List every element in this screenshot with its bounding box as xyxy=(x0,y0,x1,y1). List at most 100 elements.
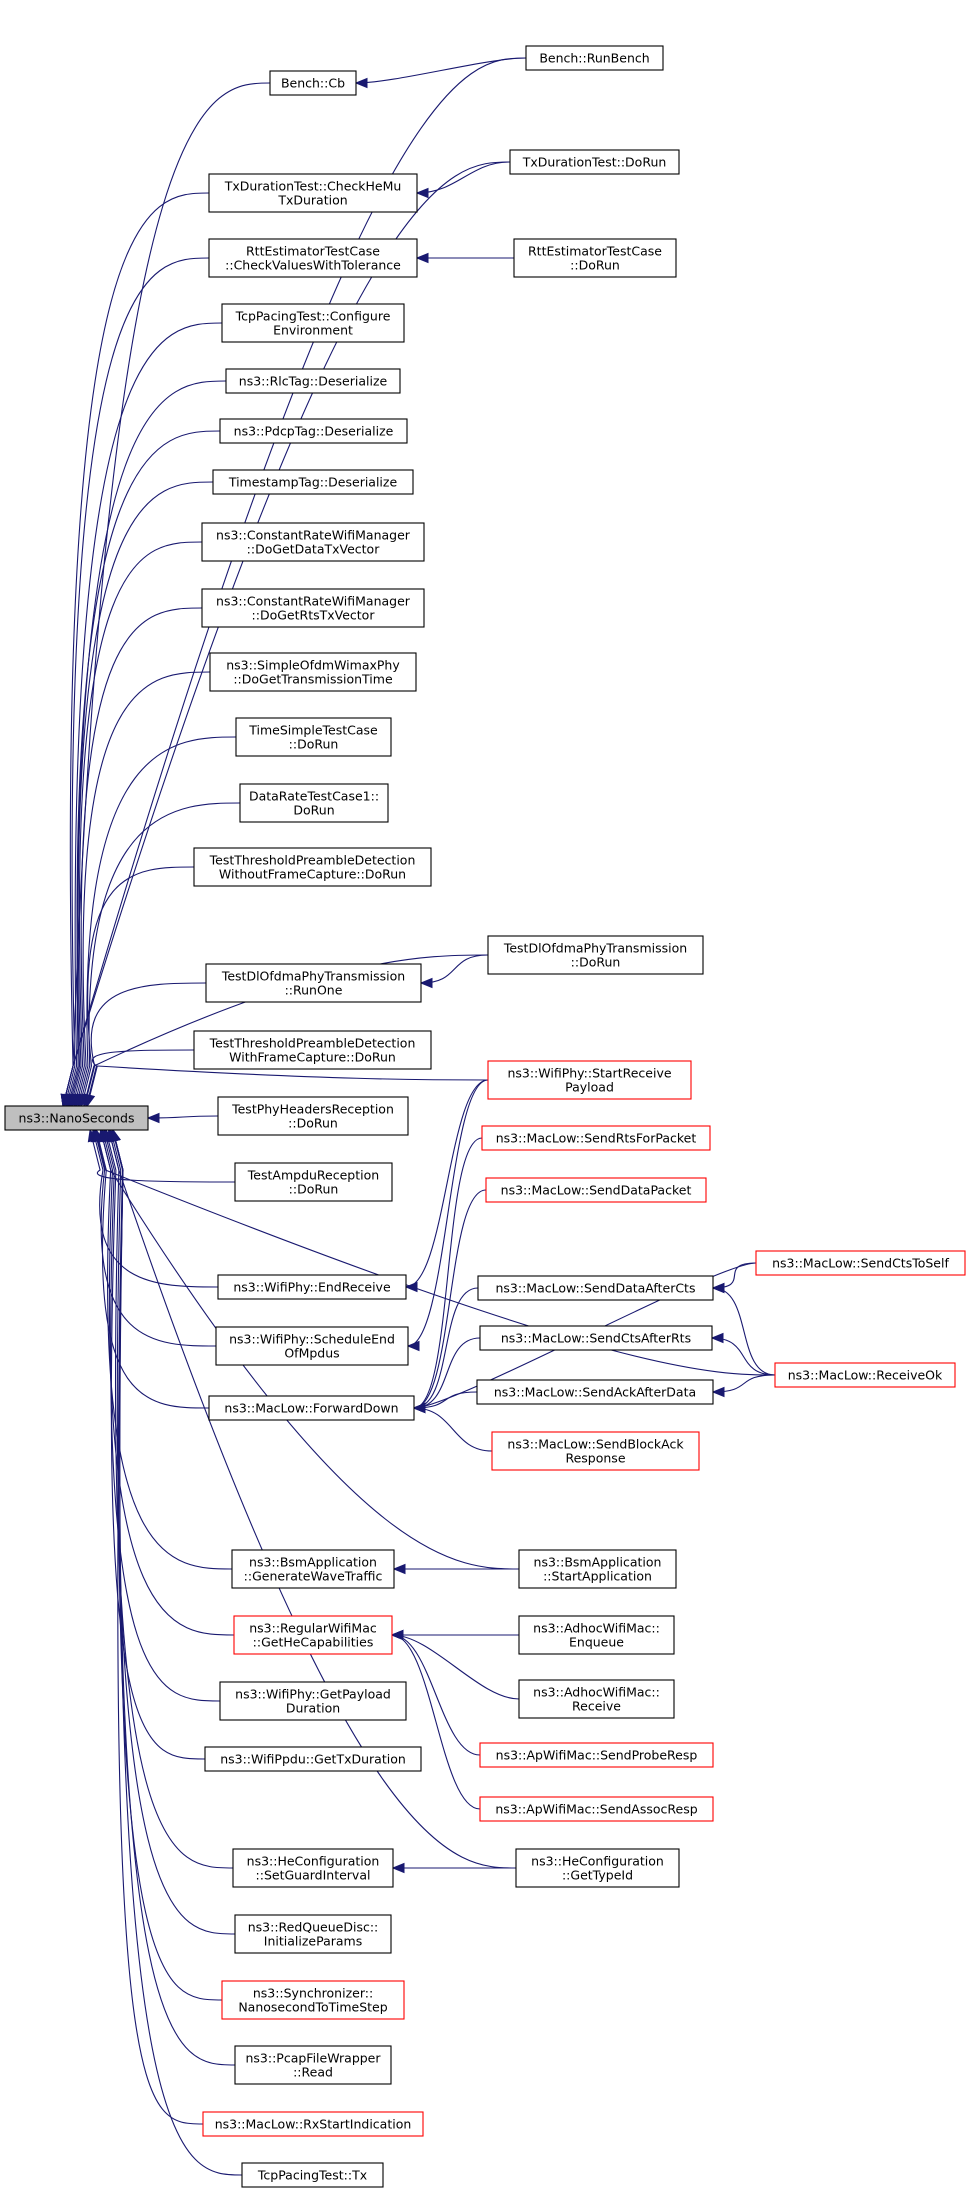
node-crwm-rts-box[interactable] xyxy=(201,588,425,628)
node-timesimple-box[interactable] xyxy=(235,717,392,757)
node-datarate-box[interactable] xyxy=(239,783,389,823)
node-sync[interactable]: ns3::Synchronizer::NanosecondToTimeStep xyxy=(221,1980,405,2020)
node-maclow-scts-box[interactable] xyxy=(755,1250,966,1276)
node-maclow-recvok-box[interactable] xyxy=(774,1362,956,1388)
node-simpleofdm-box[interactable] xyxy=(209,652,417,692)
node-tdlofdma-runone-box[interactable] xyxy=(205,963,422,1003)
node-adhoc-enq-box[interactable] xyxy=(518,1615,675,1655)
node-maclow-sbar-box[interactable] xyxy=(491,1431,700,1471)
node-maclow-sdac[interactable]: ns3::MacLow::SendDataAfterCts xyxy=(477,1275,714,1301)
node-ap-spr-box[interactable] xyxy=(479,1742,714,1768)
node-ttpd-without-box[interactable] xyxy=(193,847,432,887)
node-wifiphy-er[interactable]: ns3::WifiPhy::EndReceive xyxy=(217,1274,407,1300)
node-bsm-start-box[interactable] xyxy=(518,1549,677,1589)
node-rlctag-box[interactable] xyxy=(225,368,401,394)
node-rtt-check-box[interactable] xyxy=(208,238,418,278)
node-maclow-scar[interactable]: ns3::MacLow::SendCtsAfterRts xyxy=(479,1325,713,1351)
node-maclow-srfp-box[interactable] xyxy=(481,1125,711,1151)
node-rwm-ghc-box[interactable] xyxy=(233,1615,393,1655)
node-ap-sar[interactable]: ns3::ApWifiMac::SendAssocResp xyxy=(479,1796,714,1822)
node-timesimple[interactable]: TimeSimpleTestCase::DoRun xyxy=(235,717,392,757)
node-maclow-srfp[interactable]: ns3::MacLow::SendRtsForPacket xyxy=(481,1125,711,1151)
node-wifiphy-srp-box[interactable] xyxy=(487,1060,692,1100)
node-redq[interactable]: ns3::RedQueueDisc::InitializeParams xyxy=(234,1914,392,1954)
node-tphr[interactable]: TestPhyHeadersReception::DoRun xyxy=(217,1096,409,1136)
node-tcppacing-tx[interactable]: TcpPacingTest::Tx xyxy=(241,2162,384,2188)
node-crwm-rts[interactable]: ns3::ConstantRateWifiManager::DoGetRtsTx… xyxy=(201,588,425,628)
node-timestamptag-box[interactable] xyxy=(212,469,414,495)
node-bench-cb[interactable]: Bench::Cb xyxy=(269,70,357,96)
node-rtt-dorun[interactable]: RttEstimatorTestCase::DoRun xyxy=(513,238,677,278)
node-hecfg-sgi[interactable]: ns3::HeConfiguration::SetGuardInterval xyxy=(232,1848,394,1888)
node-adhoc-recv[interactable]: ns3::AdhocWifiMac::Receive xyxy=(518,1679,675,1719)
node-rlctag[interactable]: ns3::RlcTag::Deserialize xyxy=(225,368,401,394)
node-pdcptag[interactable]: ns3::PdcpTag::Deserialize xyxy=(219,418,408,444)
node-pcap[interactable]: ns3::PcapFileWrapper::Read xyxy=(234,2045,392,2085)
node-bsm-gwt-box[interactable] xyxy=(231,1549,395,1589)
node-root-box[interactable] xyxy=(4,1105,149,1131)
node-ttpd-with[interactable]: TestThresholdPreambleDetectionWithFrameC… xyxy=(193,1030,432,1070)
node-bench-runbench[interactable]: Bench::RunBench xyxy=(525,45,664,71)
node-maclow-sdac-box[interactable] xyxy=(477,1275,714,1301)
node-redq-box[interactable] xyxy=(234,1914,392,1954)
node-rtt-dorun-box[interactable] xyxy=(513,238,677,278)
node-adhoc-recv-box[interactable] xyxy=(518,1679,675,1719)
node-maclow-scts[interactable]: ns3::MacLow::SendCtsToSelf xyxy=(755,1250,966,1276)
node-maclow-rsi[interactable]: ns3::MacLow::RxStartIndication xyxy=(202,2111,424,2137)
node-maclow-sdp[interactable]: ns3::MacLow::SendDataPacket xyxy=(485,1177,707,1203)
node-bench-cb-box[interactable] xyxy=(269,70,357,96)
node-hecfg-sgi-box[interactable] xyxy=(232,1848,394,1888)
node-txdur-dorun[interactable]: TxDurationTest::DoRun xyxy=(509,149,680,175)
node-ttpd-without[interactable]: TestThresholdPreambleDetectionWithoutFra… xyxy=(193,847,432,887)
node-tcppacing-conf-box[interactable] xyxy=(221,303,405,343)
node-bsm-gwt[interactable]: ns3::BsmApplication::GenerateWaveTraffic xyxy=(231,1549,395,1589)
node-tcppacing-tx-box[interactable] xyxy=(241,2162,384,2188)
node-rwm-ghc[interactable]: ns3::RegularWifiMac::GetHeCapabilities xyxy=(233,1615,393,1655)
node-rtt-check[interactable]: RttEstimatorTestCase::CheckValuesWithTol… xyxy=(208,238,418,278)
node-pcap-box[interactable] xyxy=(234,2045,392,2085)
node-maclow-scar-box[interactable] xyxy=(479,1325,713,1351)
node-maclow-saad[interactable]: ns3::MacLow::SendAckAfterData xyxy=(476,1379,714,1405)
node-bsm-start[interactable]: ns3::BsmApplication::StartApplication xyxy=(518,1549,677,1589)
node-wifiphy-gpd-box[interactable] xyxy=(219,1681,407,1721)
node-bench-runbench-box[interactable] xyxy=(525,45,664,71)
node-maclow-rsi-box[interactable] xyxy=(202,2111,424,2137)
node-ap-spr[interactable]: ns3::ApWifiMac::SendProbeResp xyxy=(479,1742,714,1768)
node-root[interactable]: ns3::NanoSeconds xyxy=(4,1105,149,1131)
node-maclow-fd-box[interactable] xyxy=(208,1395,415,1421)
node-maclow-fd[interactable]: ns3::MacLow::ForwardDown xyxy=(208,1395,415,1421)
node-tphr-box[interactable] xyxy=(217,1096,409,1136)
node-hecfg-gti[interactable]: ns3::HeConfiguration::GetTypeId xyxy=(515,1848,680,1888)
node-txdur-check-box[interactable] xyxy=(208,173,418,213)
node-maclow-recvok[interactable]: ns3::MacLow::ReceiveOk xyxy=(774,1362,956,1388)
node-timestamptag[interactable]: TimestampTag::Deserialize xyxy=(212,469,414,495)
node-sync-box[interactable] xyxy=(221,1980,405,2020)
node-simpleofdm[interactable]: ns3::SimpleOfdmWimaxPhy::DoGetTransmissi… xyxy=(209,652,417,692)
node-adhoc-enq[interactable]: ns3::AdhocWifiMac::Enqueue xyxy=(518,1615,675,1655)
node-txdur-dorun-box[interactable] xyxy=(509,149,680,175)
node-crwm-data[interactable]: ns3::ConstantRateWifiManager::DoGetDataT… xyxy=(201,522,425,562)
node-tdlofdma-runone[interactable]: TestDlOfdmaPhyTransmission::RunOne xyxy=(205,963,422,1003)
node-tdlofdma-dorun[interactable]: TestDlOfdmaPhyTransmission::DoRun xyxy=(487,935,704,975)
node-datarate[interactable]: DataRateTestCase1::DoRun xyxy=(239,783,389,823)
node-crwm-data-box[interactable] xyxy=(201,522,425,562)
node-wifippdu-box[interactable] xyxy=(204,1746,422,1772)
node-tampdu[interactable]: TestAmpduReception::DoRun xyxy=(234,1162,393,1202)
node-hecfg-gti-box[interactable] xyxy=(515,1848,680,1888)
node-ttpd-with-box[interactable] xyxy=(193,1030,432,1070)
node-ap-sar-box[interactable] xyxy=(479,1796,714,1822)
node-maclow-saad-box[interactable] xyxy=(476,1379,714,1405)
node-pdcptag-box[interactable] xyxy=(219,418,408,444)
node-wifiphy-er-box[interactable] xyxy=(217,1274,407,1300)
node-wifippdu[interactable]: ns3::WifiPpdu::GetTxDuration xyxy=(204,1746,422,1772)
node-tampdu-box[interactable] xyxy=(234,1162,393,1202)
node-maclow-sdp-box[interactable] xyxy=(485,1177,707,1203)
node-tdlofdma-dorun-box[interactable] xyxy=(487,935,704,975)
node-wifiphy-seom-box[interactable] xyxy=(215,1326,409,1366)
